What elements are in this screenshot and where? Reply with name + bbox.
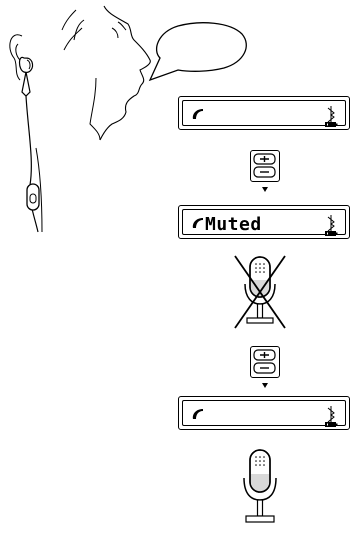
battery-icon: [325, 422, 336, 427]
headset-cable: [25, 95, 39, 233]
handset-icon: [192, 409, 203, 419]
handset-icon: [192, 109, 203, 119]
volume-key-2[interactable]: [250, 346, 280, 378]
bluetooth-icon: [327, 106, 335, 124]
ear-inner: [15, 43, 21, 61]
ear-outline: [9, 34, 23, 81]
status-icons: [325, 106, 338, 127]
arrow-down-icon: [262, 187, 268, 192]
volume-key-1[interactable]: [250, 150, 280, 182]
status-icons: [325, 215, 338, 236]
arrow-down-icon: [262, 383, 268, 388]
earbud: [18, 56, 34, 73]
phone-display-unmuted: [178, 396, 350, 430]
phone-display-muted: Muted: [178, 205, 350, 239]
microphone-muted-icon: [234, 255, 286, 329]
battery-icon: [325, 231, 336, 236]
speech-bubble: [148, 22, 247, 82]
battery-icon: [325, 122, 336, 127]
status-icons: [325, 406, 338, 427]
bluetooth-icon: [327, 215, 335, 233]
microphone-active-icon: [243, 449, 277, 523]
display-text: Muted: [205, 214, 262, 235]
phone-display-idle: [178, 96, 350, 130]
handset-icon: [192, 218, 203, 228]
bluetooth-icon: [327, 406, 335, 424]
face-profile: [99, 5, 151, 141]
cross-icon: [234, 255, 286, 329]
